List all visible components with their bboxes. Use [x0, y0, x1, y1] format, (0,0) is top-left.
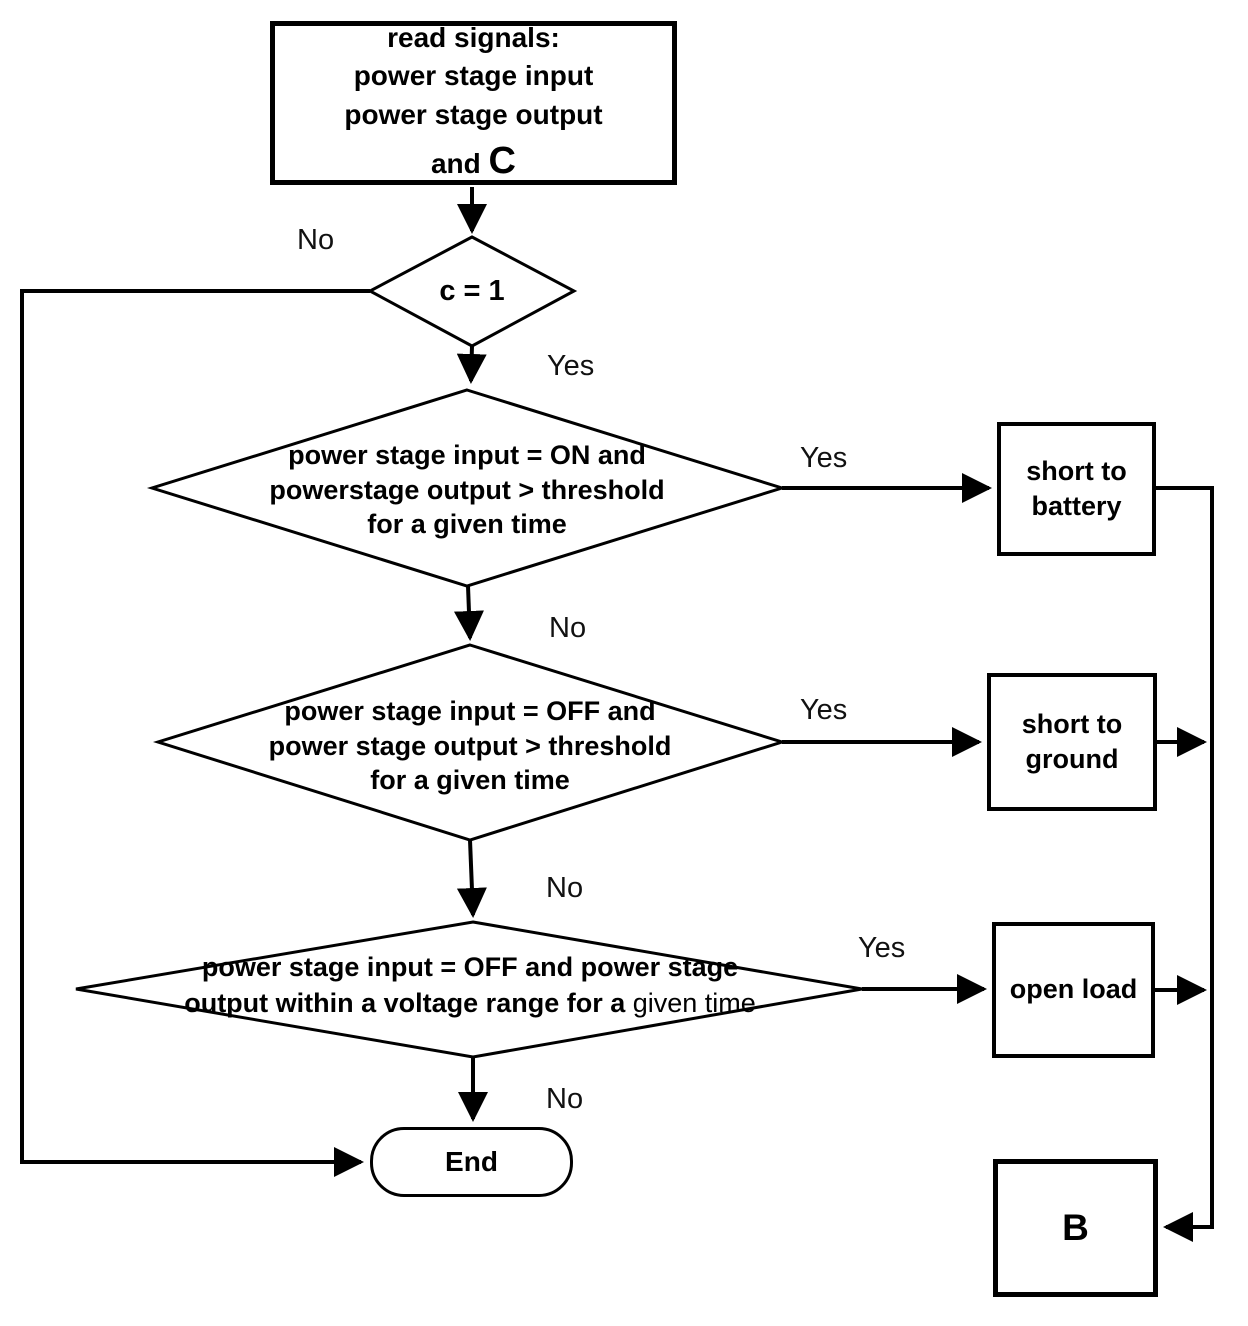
edge-d2-no-down [453, 585, 484, 641]
decision-c1-diamond [366, 235, 578, 348]
d3-no-label: No [546, 872, 584, 904]
decision-d2-label: power stage input = ON and powerstage ou… [269, 440, 665, 540]
decision-d2-diamond [146, 388, 788, 588]
decision-d3-label: power stage input = OFF and power stage … [268, 696, 672, 796]
c1-no-label: No [297, 224, 335, 256]
decision-c1-label: c = 1 [439, 275, 505, 307]
d4-yes-label: Yes [858, 932, 906, 964]
decision-d4-diamond [75, 920, 863, 1059]
d2-yes-label: Yes [800, 442, 848, 474]
read-signals-text: read signals: power stage input power st… [344, 21, 603, 182]
d3-yes-label: Yes [800, 694, 848, 726]
end-terminator: End [370, 1127, 573, 1197]
decision-d4-label: power stage input = OFF and power stage … [184, 952, 756, 1018]
decision-d3-diamond [152, 643, 788, 842]
c1-yes-label: Yes [547, 350, 595, 382]
edge-c1-no-loop-to-end [20, 289, 370, 1177]
short-to-battery-box: short to battery [997, 422, 1156, 556]
read-signals-box: read signals: power stage input power st… [270, 21, 677, 185]
connector-b-box: B [993, 1159, 1158, 1297]
edge-battery-to-b [1156, 486, 1214, 1242]
short-to-ground-box: short to ground [987, 673, 1157, 811]
open-load-box: open load [992, 922, 1155, 1058]
edge-d3-no-down [456, 839, 487, 918]
d2-no-label: No [549, 612, 587, 644]
signal-c-symbol: C [488, 139, 516, 182]
edge-c1-yes-down [456, 345, 487, 384]
d4-no-label: No [546, 1083, 584, 1115]
